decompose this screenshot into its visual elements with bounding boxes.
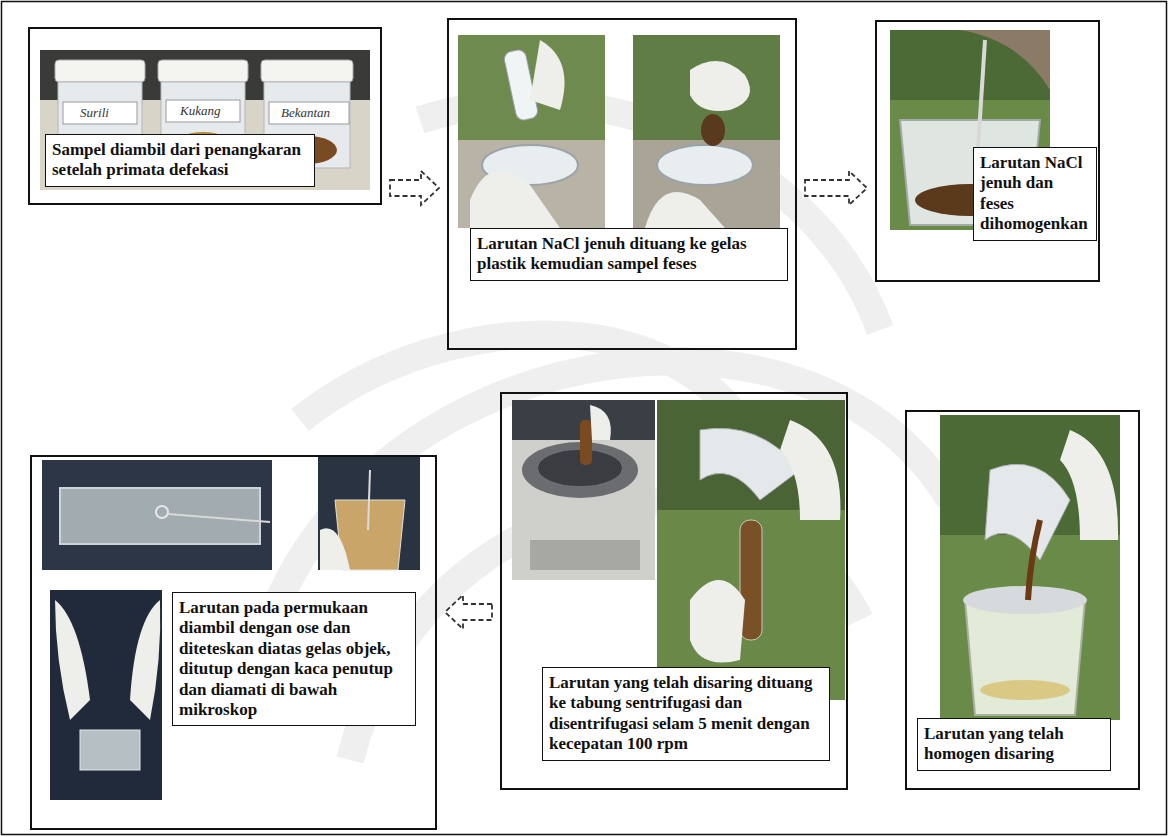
caption-text: Larutan NaCl jenuh dituang ke gelas plas… <box>477 234 781 275</box>
caption-text: Larutan yang telah disaring dituang ke t… <box>549 673 823 755</box>
centrifuge-photos <box>512 400 845 700</box>
caption-box: Larutan NaCl jenuh dan feses dihomogenka… <box>973 147 1097 241</box>
caption-text: Larutan pada permukaan diambil dengan os… <box>179 598 409 720</box>
jar-label: Kukang <box>180 103 220 119</box>
caption-box: Larutan pada permukaan diambil dengan os… <box>172 592 416 726</box>
step-panel: Larutan yang telah disaring dituang ke t… <box>500 392 848 790</box>
filter-photo <box>940 415 1120 720</box>
hollow-block-arrow <box>445 595 492 629</box>
hollow-block-arrow <box>805 171 867 205</box>
caption-box: Larutan yang telah disaring dituang ke t… <box>542 667 830 761</box>
step-panel: Sampel diambil dari penangkaran setelah … <box>28 27 382 205</box>
step-panel: Larutan pada permukaan diambil dengan os… <box>30 455 437 830</box>
slide-photos <box>42 455 420 800</box>
pour-photo <box>458 35 780 228</box>
caption-text: Larutan NaCl jenuh dan feses dihomogenka… <box>980 153 1090 235</box>
step-panel: Larutan yang telah homogen disaring <box>905 410 1140 790</box>
jar-label: Surili <box>80 105 109 121</box>
step-panel: Larutan NaCl jenuh dituang ke gelas plas… <box>447 18 797 350</box>
jar-label: Bekantan <box>281 105 330 121</box>
jars-photo <box>40 50 370 190</box>
caption-box: Sampel diambil dari penangkaran setelah … <box>45 134 315 187</box>
step-panel: Larutan NaCl jenuh dan feses dihomogenka… <box>875 20 1100 282</box>
hollow-block-arrow <box>390 171 439 205</box>
caption-text: Sampel diambil dari penangkaran setelah … <box>52 140 308 181</box>
caption-box: Larutan NaCl jenuh dituang ke gelas plas… <box>470 228 788 281</box>
caption-text: Larutan yang telah homogen disaring <box>924 724 1104 765</box>
caption-box: Larutan yang telah homogen disaring <box>917 718 1111 771</box>
